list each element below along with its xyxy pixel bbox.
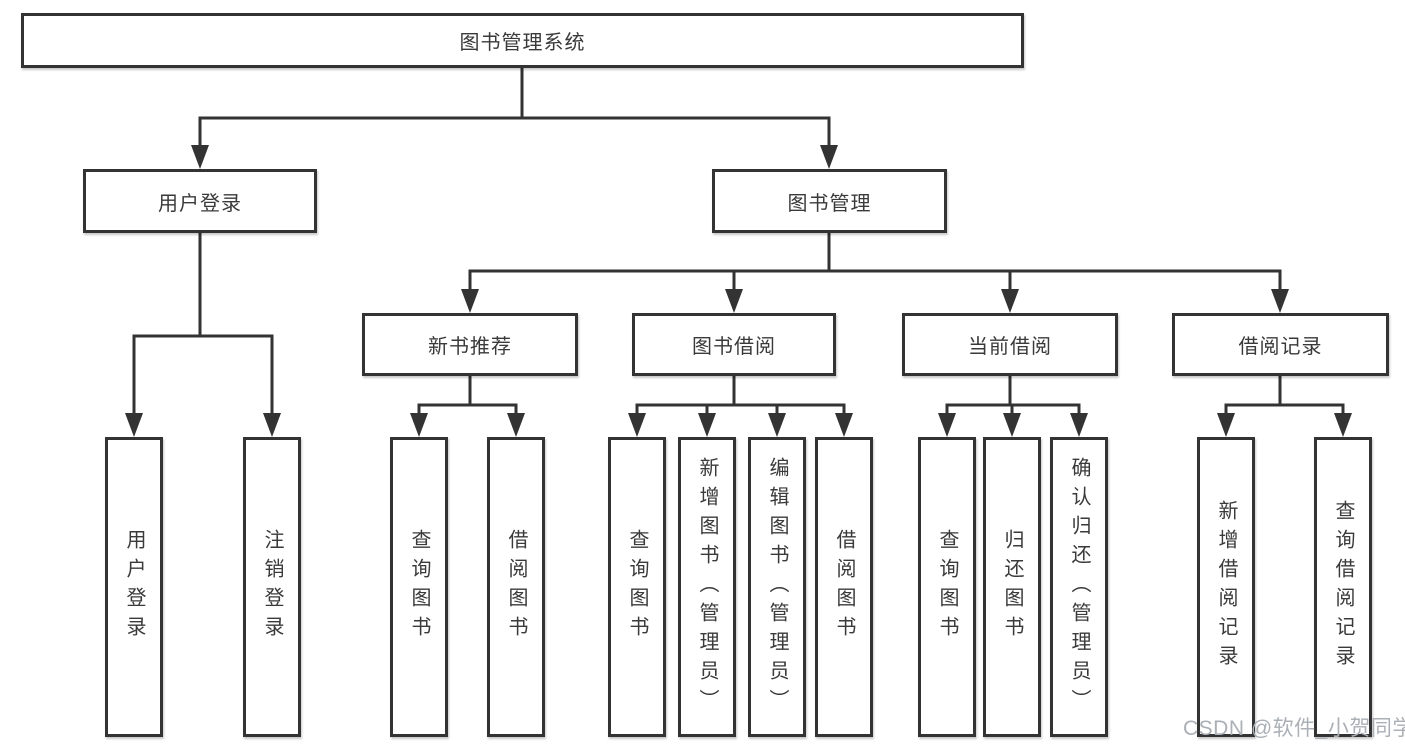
leaf-add-borrow-record: 新增借阅记录 — [1197, 437, 1255, 737]
leaf-user-login-label: 用户登录 — [123, 529, 145, 645]
node-current-borrowing-label: 当前借阅 — [968, 336, 1052, 358]
leaf-query-books-current-label: 查询图书 — [936, 529, 958, 645]
node-user-login-label: 用户登录 — [158, 192, 242, 215]
arrowheads — [125, 145, 1352, 437]
leaf-query-books-current: 查询图书 — [918, 437, 976, 737]
leaf-borrow-books-borrowing-label: 借阅图书 — [833, 529, 855, 645]
leaf-user-login: 用户登录 — [105, 437, 163, 737]
leaf-borrow-books-recommend: 借阅图书 — [487, 437, 545, 737]
node-borrowing-records-label: 借阅记录 — [1238, 336, 1323, 358]
leaf-edit-book-admin-label: 编辑图书（管理员） — [766, 456, 788, 718]
leaf-confirm-return-admin-label: 确认归还（管理员） — [1068, 456, 1090, 718]
node-new-book-recommend-label: 新书推荐 — [428, 336, 512, 358]
leaf-edit-book-admin: 编辑图书（管理员） — [748, 437, 806, 737]
leaf-confirm-return-admin: 确认归还（管理员） — [1050, 437, 1108, 737]
leaf-query-books-recommend-label: 查询图书 — [408, 529, 430, 645]
leaf-query-borrow-record-label: 查询借阅记录 — [1332, 500, 1354, 674]
node-borrowing-records: 借阅记录 — [1172, 313, 1389, 376]
csdn-watermark: CSDN @软件_小贺同学 — [1183, 717, 1405, 740]
leaf-add-borrow-record-label: 新增借阅记录 — [1215, 500, 1237, 674]
leaf-query-books-borrowing-label: 查询图书 — [626, 529, 648, 645]
leaf-borrow-books-recommend-label: 借阅图书 — [505, 529, 527, 645]
node-book-management: 图书管理 — [712, 169, 947, 233]
leaf-logout-label: 注销登录 — [261, 529, 283, 645]
leaf-query-books-recommend: 查询图书 — [390, 437, 448, 737]
node-book-borrowing: 图书借阅 — [632, 313, 836, 376]
node-root-label: 图书管理系统 — [459, 32, 586, 54]
leaf-query-borrow-record: 查询借阅记录 — [1314, 437, 1372, 737]
node-book-borrowing-label: 图书借阅 — [692, 336, 776, 358]
leaf-add-book-admin-label: 新增图书（管理员） — [696, 456, 718, 718]
leaf-return-books: 归还图书 — [983, 437, 1041, 737]
leaf-query-books-borrowing: 查询图书 — [608, 437, 666, 737]
leaf-borrow-books-borrowing: 借阅图书 — [815, 437, 873, 737]
leaf-logout: 注销登录 — [243, 437, 301, 737]
node-new-book-recommend: 新书推荐 — [362, 313, 578, 376]
node-user-login: 用户登录 — [83, 169, 317, 233]
leaf-return-books-label: 归还图书 — [1001, 529, 1023, 645]
node-book-management-label: 图书管理 — [787, 192, 872, 215]
node-current-borrowing: 当前借阅 — [902, 313, 1118, 376]
node-root: 图书管理系统 — [21, 13, 1024, 68]
leaf-add-book-admin: 新增图书（管理员） — [678, 437, 736, 737]
